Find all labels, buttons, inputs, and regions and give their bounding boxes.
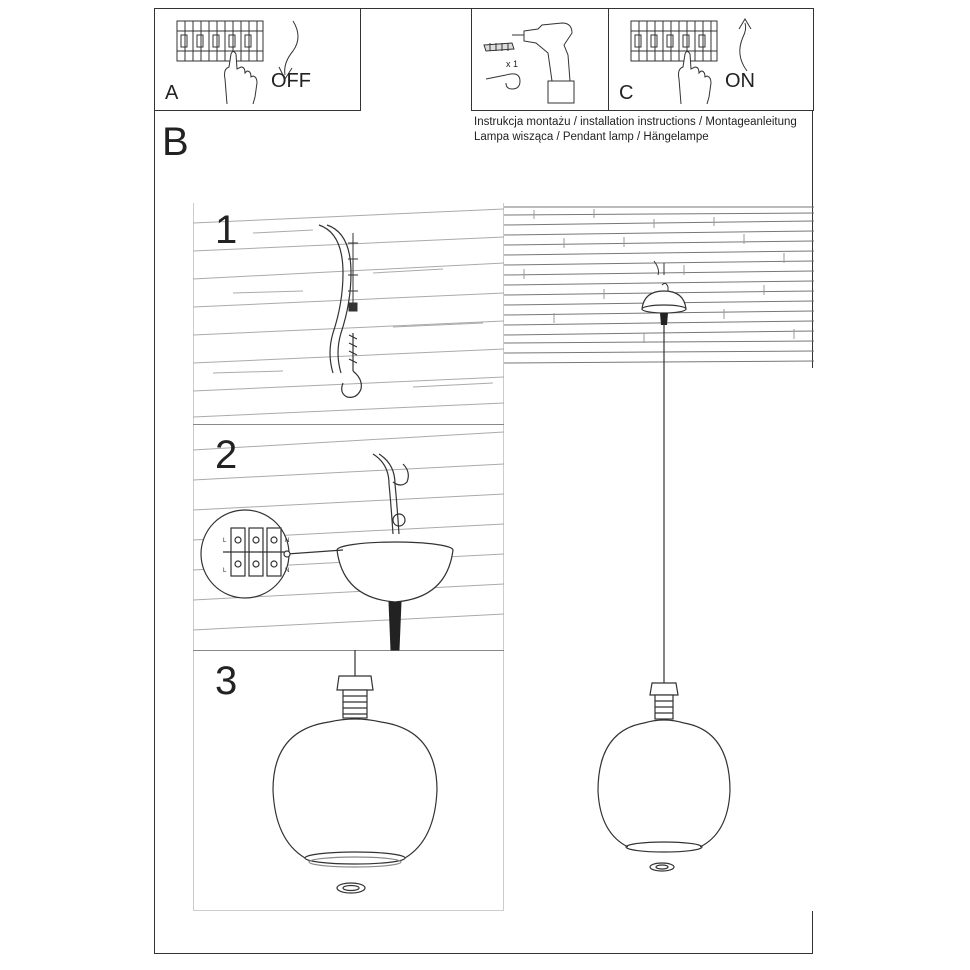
globe-shade-icon <box>597 719 731 853</box>
arrow-up-icon <box>739 22 748 72</box>
shade-ring-icon <box>649 862 675 872</box>
assembled-lamp-illustration <box>503 206 815 911</box>
canopy-icon <box>641 290 687 314</box>
lamp-socket-icon <box>649 682 679 720</box>
shade-ring-icon <box>336 882 366 894</box>
breaker-panel-icon <box>630 18 752 105</box>
step-3-illustration: 3 <box>215 650 438 894</box>
terminal-label-n-top: N <box>285 538 289 544</box>
terminal-label-l-top: L <box>223 538 227 544</box>
quantity-label: x 1 <box>506 59 519 69</box>
panel-a-letter: A <box>165 82 179 104</box>
section-b-letter: B <box>162 120 189 164</box>
panel-a-switch-off: A OFF <box>154 8 361 111</box>
terminal-label-l-bottom: L <box>223 568 227 574</box>
hook-screw-icon <box>485 73 521 90</box>
breaker-panel-icon <box>176 20 299 105</box>
step-divider-2 <box>193 650 504 651</box>
drill-icon <box>483 22 575 104</box>
step-1-illustration: 1 <box>192 208 505 418</box>
lamp-socket-icon <box>336 675 374 719</box>
step-3-number: 3 <box>215 659 237 703</box>
hand-icon <box>224 51 258 105</box>
canopy-icon <box>336 541 454 603</box>
lamp-type-title: Lampa wisząca / Pendant lamp / Hängelamp… <box>474 131 709 143</box>
hand-icon <box>678 51 712 105</box>
globe-shade-icon <box>272 718 438 868</box>
arrow-down-icon <box>284 20 299 76</box>
step-2-number: 2 <box>215 433 237 477</box>
off-label: OFF <box>271 70 311 92</box>
wall-plug-icon <box>348 233 358 312</box>
terminal-label-n-bottom: N <box>285 568 289 574</box>
terminal-block-zoom <box>200 509 344 599</box>
step-1-number: 1 <box>215 208 237 252</box>
panel-c-switch-on: C ON <box>608 8 814 111</box>
step-divider-1 <box>193 424 504 425</box>
instructions-title: Instrukcja montażu / installation instru… <box>474 116 797 128</box>
panel-c-letter: C <box>619 82 634 104</box>
on-label: ON <box>725 70 755 92</box>
step-2-illustration: L N L N 2 <box>192 431 505 651</box>
hook-icon <box>341 333 362 398</box>
steps-area <box>193 203 504 911</box>
hook-icon <box>392 463 409 486</box>
panel-drill-tools: x 1 <box>471 8 609 111</box>
wall-plug-icon <box>483 42 515 52</box>
